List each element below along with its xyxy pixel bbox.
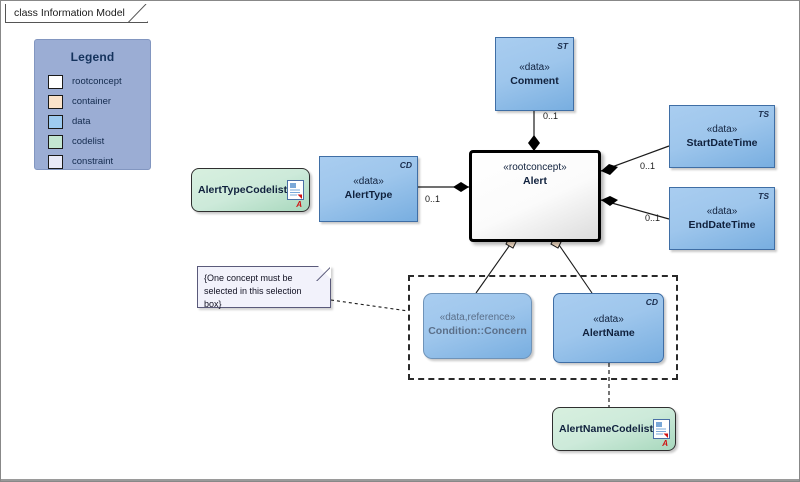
legend-swatch-data — [48, 114, 63, 129]
codelist-alert-name[interactable]: AlertNameCodelist A — [552, 407, 676, 451]
end-datetime-name: EndDateTime — [688, 219, 756, 231]
start-datetime-tag: TS — [758, 109, 769, 119]
legend-item-constraint: constraint — [48, 152, 150, 171]
start-datetime-name: StartDateTime — [686, 137, 758, 149]
alert-name-tag: CD — [645, 297, 658, 307]
class-alert-type[interactable]: CD «data» AlertType — [319, 156, 418, 222]
legend-swatch-rootconcept — [48, 74, 63, 89]
legend-label-constraint: constraint — [72, 156, 114, 167]
document-icon — [287, 180, 305, 200]
class-alert-name[interactable]: CD «data» AlertName — [553, 293, 664, 363]
alert-type-codelist-name: AlertTypeCodelist — [198, 184, 288, 196]
multiplicity-end-datetime: 0..1 — [645, 213, 661, 223]
end-datetime-stereotype: «data» — [706, 206, 738, 217]
constraint-note-text: {One concept must be selected in this se… — [204, 273, 302, 309]
legend-swatch-codelist — [48, 134, 63, 149]
legend-item-codelist: codelist — [48, 132, 150, 151]
multiplicity-start-datetime: 0..1 — [640, 161, 656, 171]
alert-name-name: AlertName — [582, 327, 635, 339]
end-datetime-tag: TS — [758, 191, 769, 201]
diagram-title-tab: class Information Model — [5, 3, 148, 23]
legend-items: rootconcept container data codelist cons… — [35, 72, 150, 171]
codelist-marker-a: A — [296, 200, 302, 209]
note-dogear-edge — [316, 267, 330, 281]
alert-type-stereotype: «data» — [353, 176, 384, 187]
alert-stereotype: «rootconcept» — [503, 162, 567, 173]
multiplicity-alert-type: 0..1 — [425, 194, 441, 204]
constraint-note[interactable]: {One concept must be selected in this se… — [197, 266, 331, 309]
legend-label-data: data — [72, 116, 91, 127]
alert-name-codelist-name: AlertNameCodelist — [559, 423, 653, 435]
start-datetime-stereotype: «data» — [706, 124, 738, 135]
multiplicity-comment: 0..1 — [543, 111, 559, 121]
legend-label-codelist: codelist — [72, 136, 105, 147]
diagram-title: class Information Model — [14, 7, 125, 19]
comment-tag: ST — [557, 41, 568, 51]
legend-label-container: container — [72, 96, 112, 107]
class-alert[interactable]: «rootconcept» Alert — [469, 150, 601, 242]
legend-panel: Legend rootconcept container data codeli… — [34, 39, 151, 170]
class-start-datetime[interactable]: TS «data» StartDateTime — [669, 105, 775, 168]
legend-title: Legend — [70, 50, 115, 64]
selection-region — [408, 275, 678, 380]
document-icon — [652, 419, 670, 439]
class-comment[interactable]: ST «data» Comment — [495, 37, 574, 111]
legend-item-container: container — [48, 92, 150, 111]
codelist-alert-type[interactable]: AlertTypeCodelist A — [191, 168, 310, 212]
legend-label-rootconcept: rootconcept — [72, 76, 122, 87]
codelist-marker-a: A — [662, 439, 668, 448]
title-tab-fold-line — [126, 4, 147, 23]
class-end-datetime[interactable]: TS «data» EndDateTime — [669, 187, 775, 250]
concern-name: Condition::Concern — [428, 325, 527, 337]
comment-stereotype: «data» — [519, 62, 550, 73]
concern-stereotype: «data,reference» — [439, 312, 516, 323]
title-tab-fold — [129, 3, 148, 22]
alert-type-name: AlertType — [344, 189, 393, 201]
legend-swatch-container — [48, 94, 63, 109]
comment-name: Comment — [510, 75, 559, 87]
class-condition-concern[interactable]: «data,reference» Condition::Concern — [423, 293, 532, 359]
legend-item-data: data — [48, 112, 150, 131]
alert-name-stereotype: «data» — [593, 314, 624, 325]
legend-swatch-constraint — [48, 154, 63, 169]
legend-item-rootconcept: rootconcept — [48, 72, 150, 91]
alert-name: Alert — [523, 175, 547, 187]
alert-type-tag: CD — [399, 160, 412, 170]
